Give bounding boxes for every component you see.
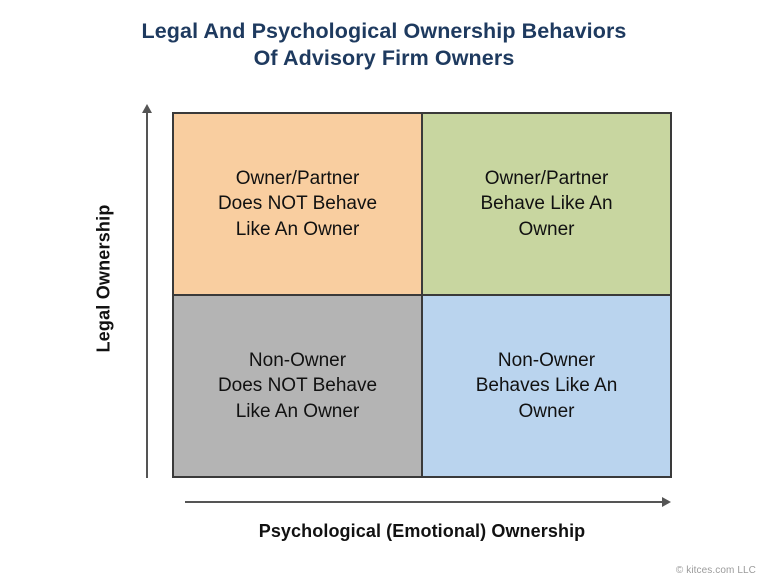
- quadrant-bottom-left-text: Non-Owner Does NOT Behave Like An Owner: [218, 348, 377, 425]
- quadrant-bottom-right-line-2: Behaves Like An: [475, 375, 618, 397]
- quadrant-bottom-right-line-1: Non-Owner: [497, 349, 596, 371]
- x-axis-label: Psychological (Emotional) Ownership: [258, 521, 586, 541]
- quadrant-top-right-line-2: Behave Like An: [480, 193, 613, 215]
- y-axis-label: Legal Ownership: [93, 204, 114, 353]
- quadrant-top-left-line-3: Like An Owner: [235, 218, 360, 240]
- quadrant-top-left: Owner/Partner Does NOT Behave Like An Ow…: [174, 114, 421, 294]
- quadrant-top-right-text: Owner/Partner Behave Like An Owner: [480, 166, 612, 243]
- quadrant-bottom-right-line-3: Owner: [518, 400, 575, 422]
- page-title-line-1: Legal And Psychological Ownership Behavi…: [141, 19, 627, 43]
- quadrant-bottom-left: Non-Owner Does NOT Behave Like An Owner: [174, 296, 421, 476]
- x-axis-line: [185, 501, 665, 503]
- quadrant-top-right-line-1: Owner/Partner: [484, 167, 609, 189]
- quadrant-top-right: Owner/Partner Behave Like An Owner: [423, 114, 670, 294]
- quadrant-bottom-right-text: Non-Owner Behaves Like An Owner: [476, 348, 618, 425]
- quadrant-top-right-line-3: Owner: [518, 218, 575, 240]
- quadrant-top-left-line-1: Owner/Partner: [235, 167, 360, 189]
- y-axis-line: [146, 108, 148, 478]
- quadrant-bottom-left-line-1: Non-Owner: [248, 349, 347, 371]
- y-axis-arrow-icon: [142, 104, 152, 113]
- page-title: Legal And Psychological Ownership Behavi…: [0, 18, 768, 72]
- copyright-attribution: © kitces.com LLC: [675, 565, 756, 576]
- ownership-matrix: Owner/Partner Does NOT Behave Like An Ow…: [172, 112, 672, 478]
- quadrant-top-left-line-2: Does NOT Behave: [217, 193, 378, 215]
- page-title-line-2: Of Advisory Firm Owners: [253, 46, 515, 70]
- quadrant-bottom-left-line-2: Does NOT Behave: [217, 375, 378, 397]
- quadrant-bottom-right: Non-Owner Behaves Like An Owner: [423, 296, 670, 476]
- quadrant-top-left-text: Owner/Partner Does NOT Behave Like An Ow…: [218, 166, 377, 243]
- quadrant-bottom-left-line-3: Like An Owner: [235, 400, 360, 422]
- x-axis-arrow-icon: [662, 497, 671, 507]
